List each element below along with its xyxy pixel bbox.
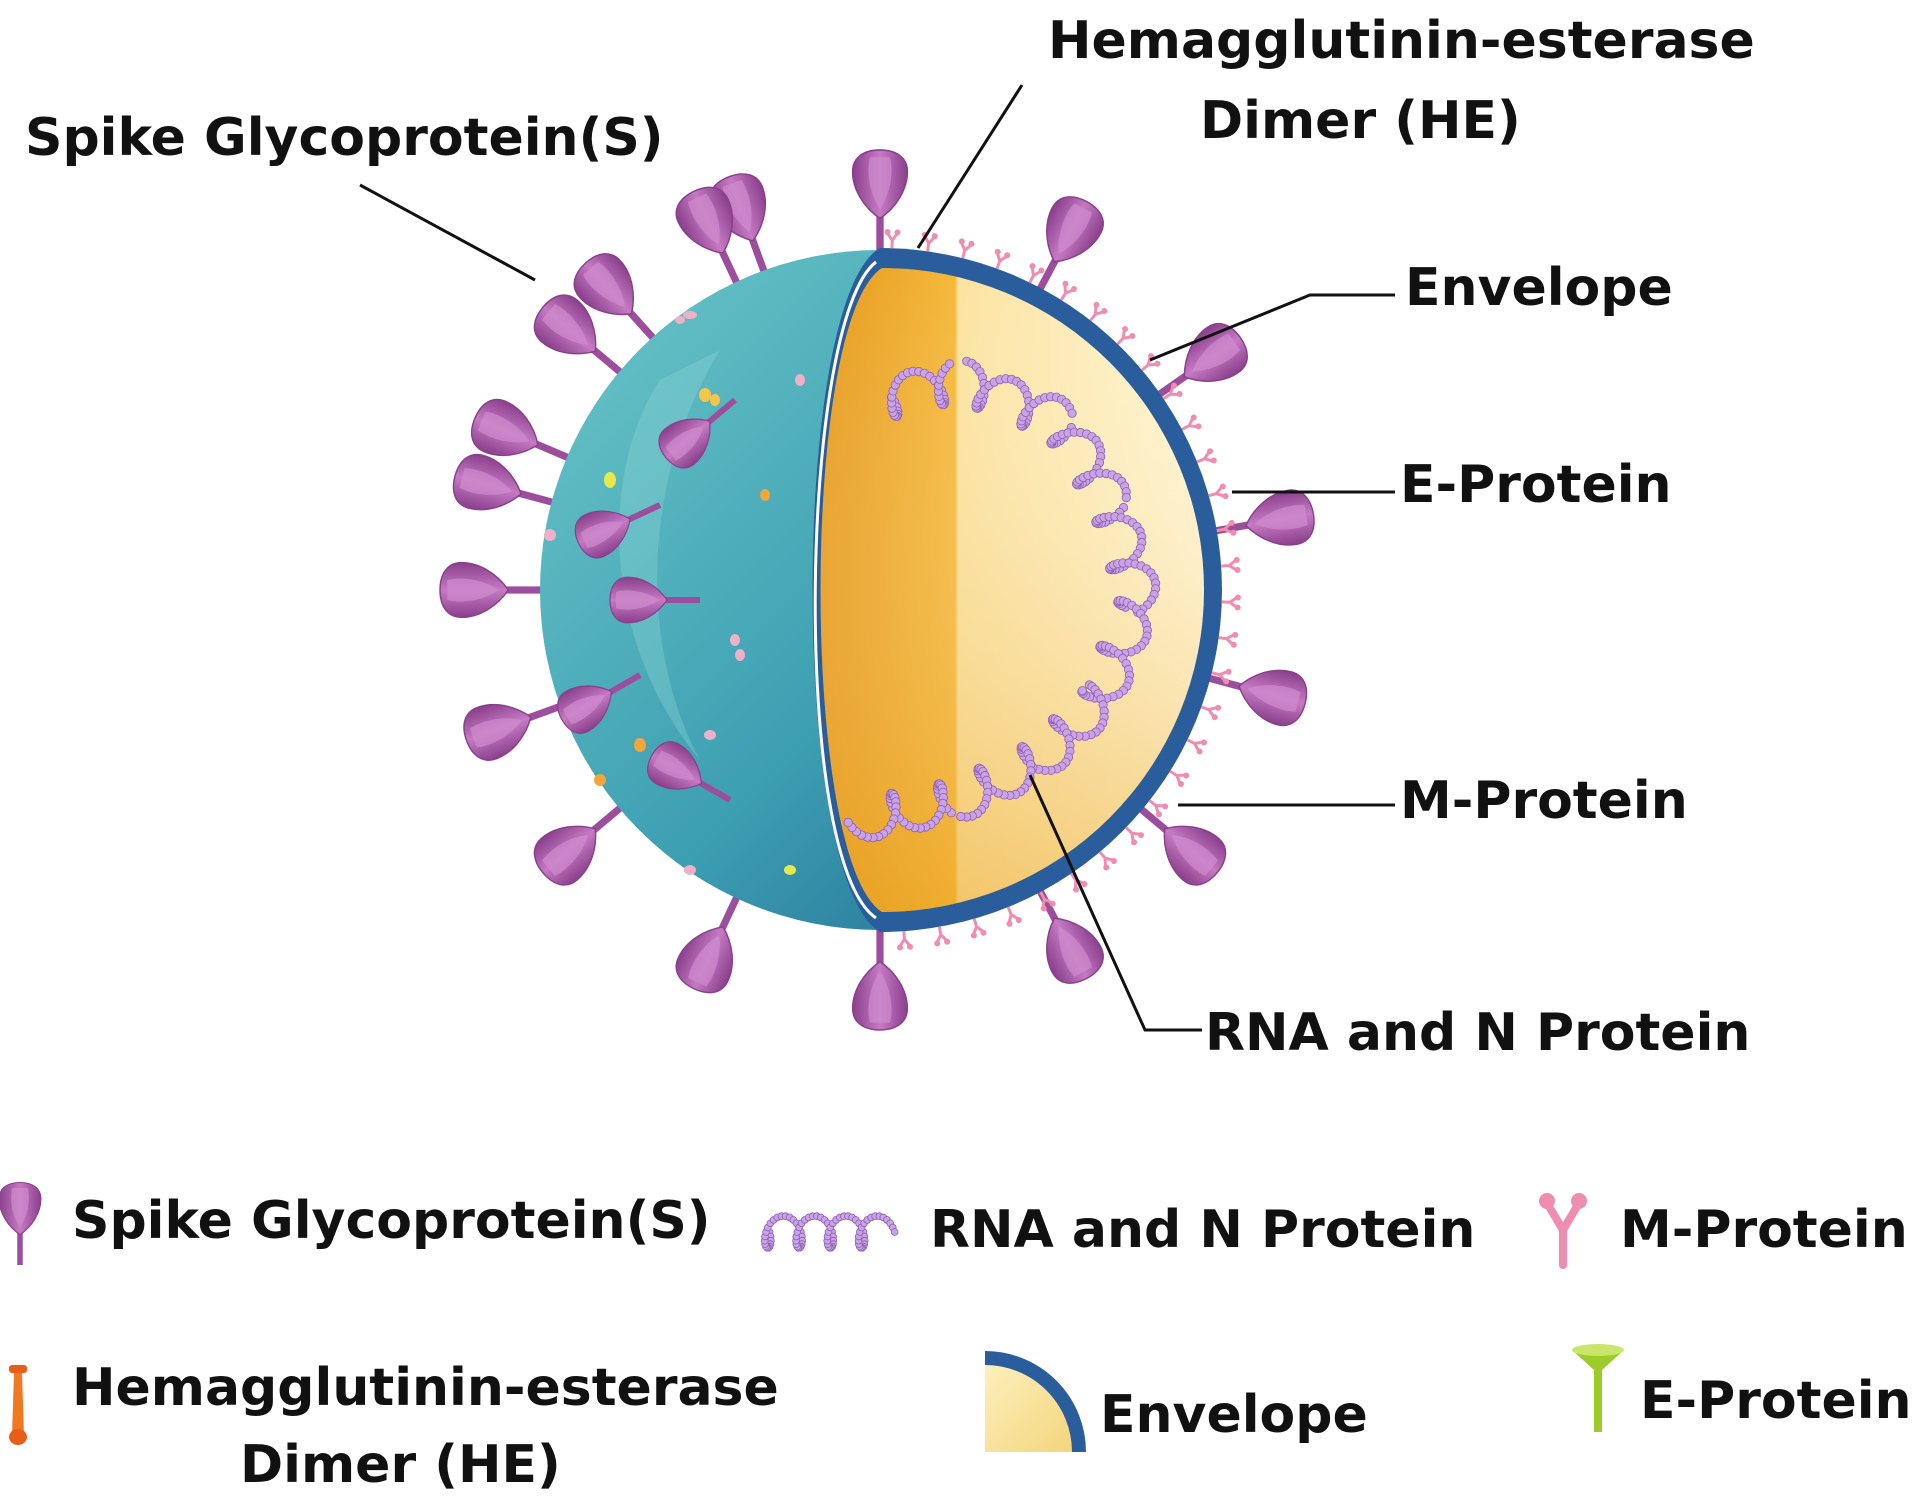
- spike-glycoprotein: [851, 149, 909, 259]
- legend-he-line1: Hemagglutinin-esterase: [72, 1358, 779, 1418]
- m-protein: [1028, 263, 1045, 284]
- label-envelope: Envelope: [1405, 258, 1673, 318]
- hemagglutinin-esterase-icon: [9, 1365, 27, 1445]
- m-protein: [1211, 668, 1232, 685]
- m-protein: [1181, 414, 1202, 431]
- m-protein: [934, 926, 951, 947]
- envelope-white-edge: [813, 260, 877, 920]
- spike-glycoprotein: [439, 561, 549, 619]
- m-protein: [970, 918, 987, 939]
- m-protein: [994, 248, 1011, 270]
- m-protein: [1124, 826, 1144, 846]
- label-he-line2: Dimer (HE): [1200, 91, 1521, 151]
- m-protein: [1059, 280, 1077, 301]
- m-protein: [1006, 906, 1022, 927]
- m-protein: [1216, 519, 1237, 536]
- m-protein-icon: [1539, 1193, 1587, 1269]
- m-protein: [1039, 891, 1056, 912]
- m-protein: [896, 931, 913, 951]
- m-protein: [958, 238, 975, 259]
- m-protein: [1208, 483, 1229, 500]
- spike-glycoprotein-icon: [0, 1181, 42, 1266]
- m-protein: [1148, 799, 1169, 818]
- membrane-proteins: [884, 229, 1241, 951]
- legend-envelope-label: Envelope: [1100, 1385, 1368, 1445]
- m-protein: [884, 229, 901, 249]
- legend-he-line2: Dimer (HE): [240, 1435, 561, 1495]
- label-m-protein: M-Protein: [1400, 771, 1688, 831]
- m-protein: [1218, 631, 1239, 648]
- envelope-arc-icon: [984, 1351, 1086, 1453]
- m-protein: [1196, 448, 1217, 464]
- legend-m-protein-label: M-Protein: [1620, 1200, 1908, 1260]
- m-protein: [1221, 594, 1241, 611]
- m-protein: [1098, 851, 1117, 871]
- leader-lines: [359, 84, 1395, 1032]
- m-protein: [1186, 738, 1207, 755]
- label-spike-glycoprotein: Spike Glycoprotein(S): [25, 108, 664, 168]
- label-e-protein: E-Protein: [1400, 455, 1672, 515]
- m-protein: [1200, 704, 1222, 721]
- spike-glycoprotein: [1201, 485, 1319, 561]
- legend-e-protein-label: E-Protein: [1640, 1371, 1912, 1431]
- m-protein: [1169, 769, 1190, 787]
- m-protein: [1221, 557, 1241, 574]
- legend-rna-label: RNA and N Protein: [930, 1200, 1475, 1260]
- virus-particle: [439, 149, 1319, 1031]
- label-he-line1: Hemagglutinin-esterase: [1048, 11, 1755, 71]
- e-protein-icon: [1572, 1344, 1624, 1432]
- rna-and-n-protein-coil: [843, 356, 1161, 843]
- m-protein: [1141, 353, 1161, 372]
- spike-glycoprotein: [851, 921, 909, 1031]
- m-protein: [1162, 382, 1183, 400]
- legend: Spike Glycoprotein(S) RNA and N Protein …: [0, 1181, 1912, 1495]
- m-protein: [1116, 326, 1136, 346]
- rna-coil-icon: [760, 1212, 899, 1252]
- legend-spike-label: Spike Glycoprotein(S): [72, 1191, 711, 1251]
- shell-highlight: [619, 350, 720, 760]
- label-rna-n-protein: RNA and N Protein: [1205, 1003, 1750, 1063]
- m-protein: [1089, 301, 1108, 322]
